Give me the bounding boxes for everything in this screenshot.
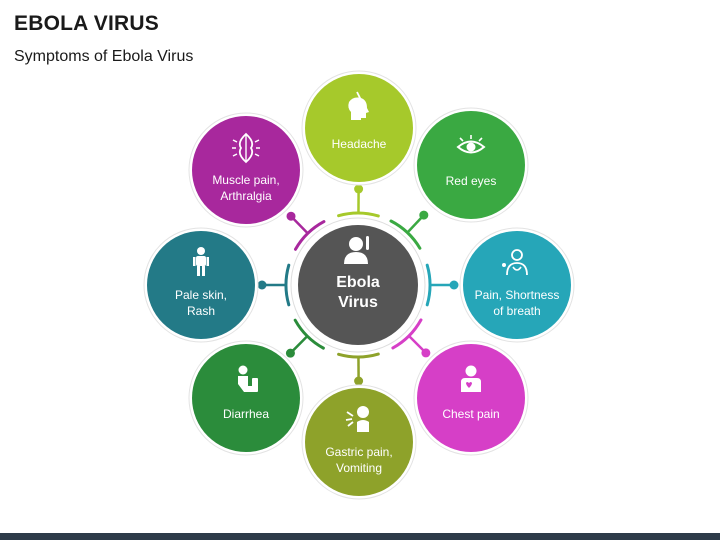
sick-person-icon — [344, 236, 369, 264]
symptom-label: Headache — [332, 137, 387, 151]
symptom-label: Pale skin,Rash — [175, 288, 227, 318]
symptom-node: Red eyes — [413, 107, 529, 223]
toilet-person-icon — [238, 365, 258, 392]
bottom-bar — [0, 533, 720, 540]
eye-icon — [456, 135, 486, 154]
vomiting-icon — [345, 406, 369, 432]
symptom-node: Chest pain — [413, 340, 529, 456]
symptom-label: Muscle pain,Arthralgia — [212, 173, 279, 203]
symptom-node: Gastric pain,Vomiting — [301, 384, 417, 500]
connector — [337, 352, 380, 386]
connector — [257, 263, 291, 307]
page-title: EBOLA VIRUS — [14, 12, 159, 35]
shortness-of-breath-icon — [502, 249, 528, 276]
symptom-label: Gastric pain,Vomiting — [325, 445, 392, 475]
symptom-node: Pale skin,Rash — [143, 227, 259, 343]
center-circle — [298, 225, 418, 345]
symptom-label: Diarrhea — [223, 407, 269, 421]
connector — [285, 318, 325, 358]
connector — [389, 210, 429, 250]
symptom-node: Headache — [301, 70, 417, 186]
symptom-node: Muscle pain,Arthralgia — [188, 112, 304, 228]
standing-person-icon — [193, 247, 209, 276]
chest-pain-icon — [461, 365, 481, 392]
headache-icon — [348, 91, 369, 120]
symptom-label: Red eyes — [446, 174, 497, 188]
connector — [391, 318, 431, 358]
symptom-label: Chest pain — [442, 407, 499, 421]
symptom-node: Diarrhea — [188, 340, 304, 456]
page-subtitle: Symptoms of Ebola Virus — [14, 48, 194, 65]
connector — [286, 211, 326, 251]
muscle-icon — [232, 132, 260, 164]
connector — [425, 263, 459, 307]
connector — [337, 184, 380, 218]
